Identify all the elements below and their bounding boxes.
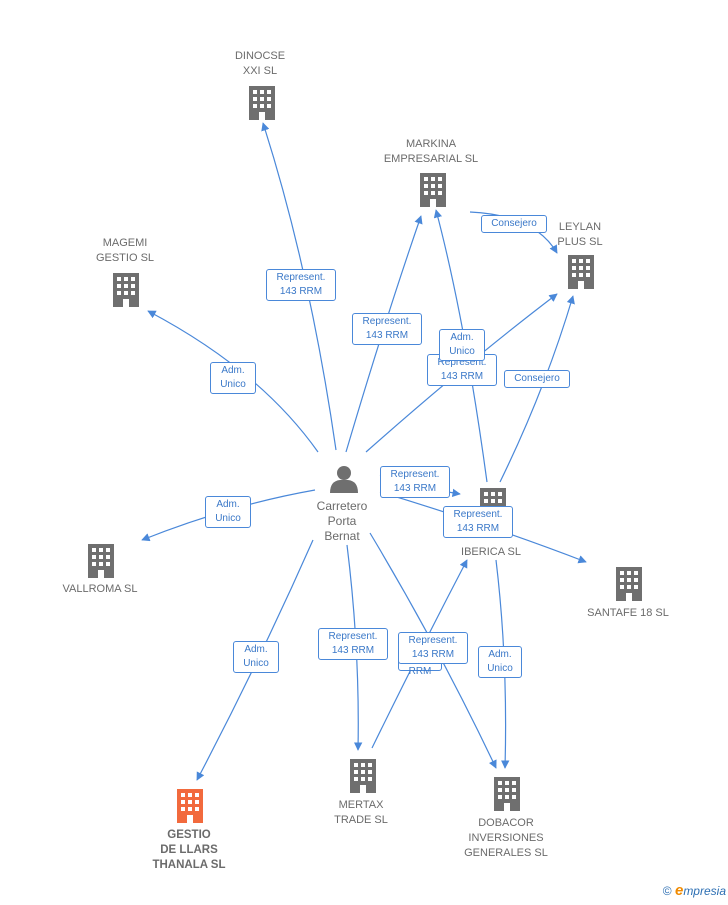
relation-label: Adm. Unico [439,329,485,361]
person-name[interactable]: Carretero Porta Bernat [316,499,368,543]
brand-name: mpresia [683,884,726,898]
company-label-gestio[interactable]: GESTIO DE LLARS THANALA SL [152,829,226,871]
relation-label: Adm. Unico [210,362,256,394]
building-icon-santafe [616,567,642,601]
building-icon-mertax [350,759,376,793]
company-label-leylan[interactable]: LEYLAN PLUS SL [557,221,603,248]
building-icon-magemi [113,273,139,307]
company-label-vallroma[interactable]: VALLROMA SL [62,583,138,595]
empresia-watermark: © empresia [663,882,726,899]
relation-label: Consejero [481,215,547,233]
relation-label: Represent. 143 RRM [352,313,422,345]
company-label-magemi[interactable]: MAGEMI GESTIO SL [95,237,155,264]
building-icon-gestio [177,789,203,823]
building-icon-vallroma [88,544,114,578]
relation-label: Adm. Unico [478,646,522,678]
company-label-markina[interactable]: MARKINA EMPRESARIAL SL [383,138,479,165]
copyright-icon: © [662,884,672,898]
brand-initial: e [674,882,684,899]
relation-label: Represent. 143 RRM [266,269,336,301]
relation-label: Adm. Unico [205,496,251,528]
company-label-mertax[interactable]: MERTAX TRADE SL [334,799,388,826]
building-icon-dobacor [494,777,520,811]
company-label-dinocse[interactable]: DINOCSE XXI SL [234,50,286,77]
building-icon-markina [420,173,446,207]
relation-label: Represent. 143 RRM [443,506,513,538]
relation-label: Adm. Unico [233,641,279,673]
building-icon-leylan [568,255,594,289]
relation-label: Consejero [504,370,570,388]
relation-label: Represent. 143 RRM [318,628,388,660]
building-icon-dinocse [249,86,275,120]
edge-iberica-leylan [499,295,575,483]
relation-label: Represent. 143 RRM [398,632,468,664]
relation-label: Represent. 143 RRM [380,466,450,498]
company-label-santafe[interactable]: SANTAFE 18 SL [587,607,669,619]
company-label-dobacor[interactable]: DOBACOR INVERSIONES GENERALES SL [464,817,548,859]
person-icon [330,466,358,493]
company-label-iberica[interactable]: IBERICA SL [461,546,521,558]
